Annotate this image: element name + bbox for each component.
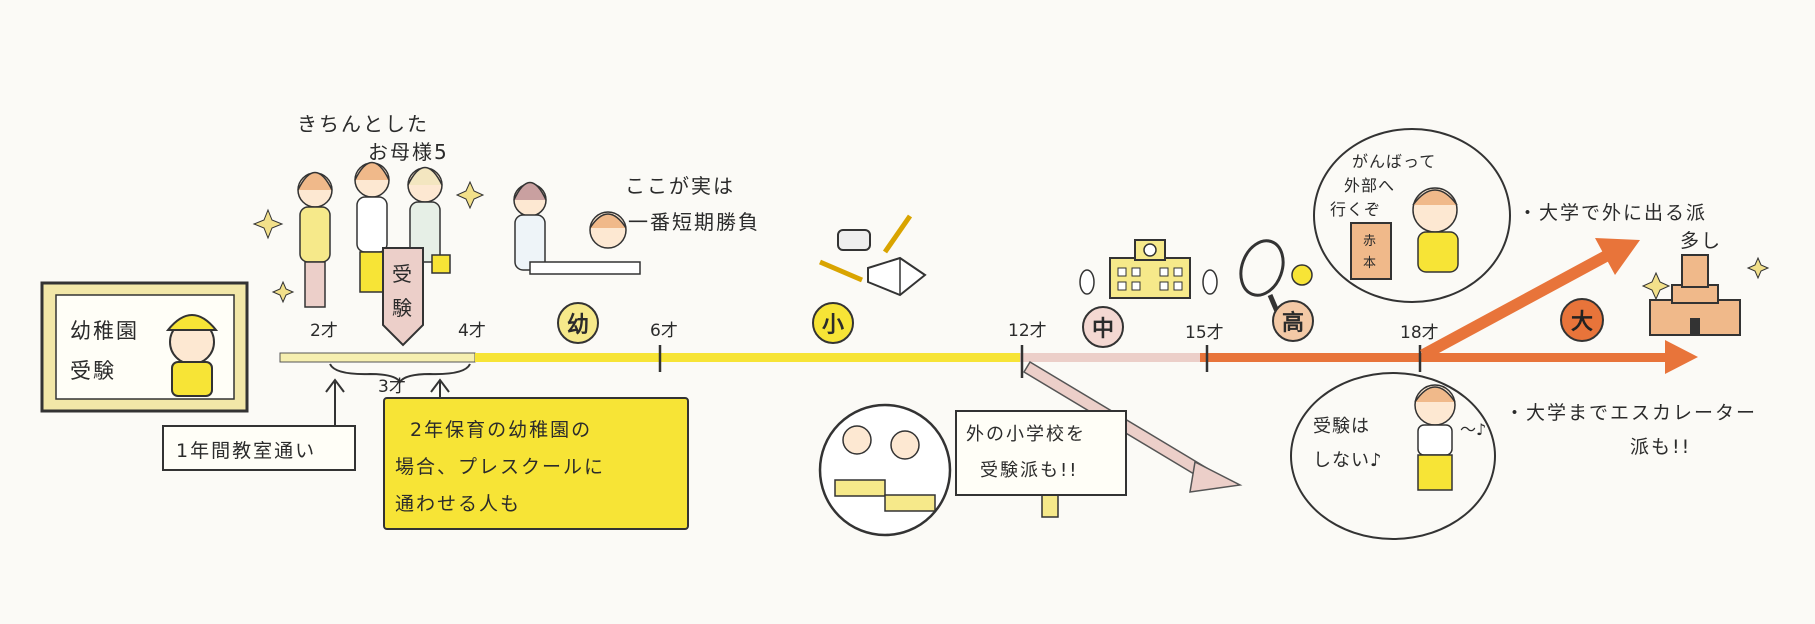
escalator-line1: ・大学までエスカレーター xyxy=(1505,402,1758,424)
moms-caption-line2: お母様5 xyxy=(368,140,449,164)
outside-elementary-line1: 外の小学校を xyxy=(966,424,1086,445)
exam-sign xyxy=(382,247,424,347)
short-game-caption-line1: ここが実は xyxy=(625,174,735,198)
go-outside-bubble xyxy=(1313,128,1511,303)
eraser-icon xyxy=(837,229,871,251)
kindergarten-exam-label-line1: 幼稚園 xyxy=(70,319,139,343)
age-2: 2才 xyxy=(310,321,338,341)
preschool-note-line3: 通わせる人も xyxy=(395,493,522,515)
age-4: 4才 xyxy=(458,321,486,341)
outside-elementary-sign xyxy=(955,410,1127,496)
age-3: 3才 xyxy=(378,377,406,397)
stage-kindergarten: 幼 xyxy=(557,302,599,344)
short-game-caption-line2: 一番短期勝負 xyxy=(628,210,760,234)
university-outside-arrow xyxy=(1420,250,1611,360)
school-building-icon xyxy=(1079,239,1218,299)
age-brace xyxy=(329,363,471,384)
preschool-note-line1: 2年保育の幼稚園の xyxy=(410,419,593,441)
university-building-icon xyxy=(1649,254,1741,336)
red-book-label-2: 本 xyxy=(1363,256,1377,271)
exam-children-circle xyxy=(818,403,952,537)
outside-elementary-line2: 受験派も!! xyxy=(980,460,1079,481)
go-outside-line1: がんばって xyxy=(1352,152,1437,171)
go-outside-line3: 行くぞ xyxy=(1330,200,1382,219)
stage-elementary: 小 xyxy=(812,302,854,344)
age-18: 18才 xyxy=(1400,323,1439,343)
classroom-note: 1年間教室通い xyxy=(176,440,317,462)
age-15: 15才 xyxy=(1185,323,1224,343)
timeline-segment-middle xyxy=(1020,353,1200,362)
moms-illustration xyxy=(297,161,451,308)
preschool-note-line2: 場合、プレスクールに xyxy=(395,456,606,478)
timeline-ticks xyxy=(658,345,1422,378)
open-book-icon xyxy=(867,256,927,297)
no-exam-line2: しない♪ xyxy=(1313,450,1383,471)
stage-middle: 中 xyxy=(1082,306,1124,348)
timeline-segment-kindergarten-elementary xyxy=(475,353,1020,362)
stage-university: 大 xyxy=(1560,298,1604,342)
studying-illustration xyxy=(513,181,641,275)
sparkles xyxy=(252,180,1770,304)
preschool-note-box xyxy=(383,397,689,530)
escalator-line2: 派も!! xyxy=(1630,436,1692,458)
exam-sign-char1: 受 xyxy=(392,262,412,286)
univ-outside-line2: 多し xyxy=(1680,230,1723,252)
no-exam-tune: 〜♪ xyxy=(1460,420,1487,439)
kindergarten-exam-label-line2: 受験 xyxy=(70,359,116,383)
moms-caption-line1: きちんとした xyxy=(297,112,429,136)
pencil-icon xyxy=(882,214,913,254)
age-6: 6才 xyxy=(650,321,678,341)
timeline-segment-preschool xyxy=(279,352,476,363)
red-book-label-1: 赤 xyxy=(1363,234,1377,249)
age-12: 12才 xyxy=(1008,321,1047,341)
timeline-arrowhead xyxy=(1665,340,1698,374)
classroom-note-box xyxy=(162,425,356,471)
child-hat xyxy=(165,314,219,331)
go-outside-line2: 外部へ xyxy=(1344,176,1396,195)
red-book-icon xyxy=(1350,222,1392,280)
timeline-segment-high-university xyxy=(1200,353,1670,362)
no-exam-line1: 受験は xyxy=(1313,416,1370,437)
stage-high: 高 xyxy=(1272,300,1314,342)
sign-pole xyxy=(1041,494,1059,518)
univ-outside-line1: ・大学で外に出る派 xyxy=(1518,202,1708,224)
pencil-icon-2 xyxy=(819,259,863,283)
exam-sign-char2: 験 xyxy=(392,296,412,320)
no-exam-bubble xyxy=(1290,372,1496,540)
